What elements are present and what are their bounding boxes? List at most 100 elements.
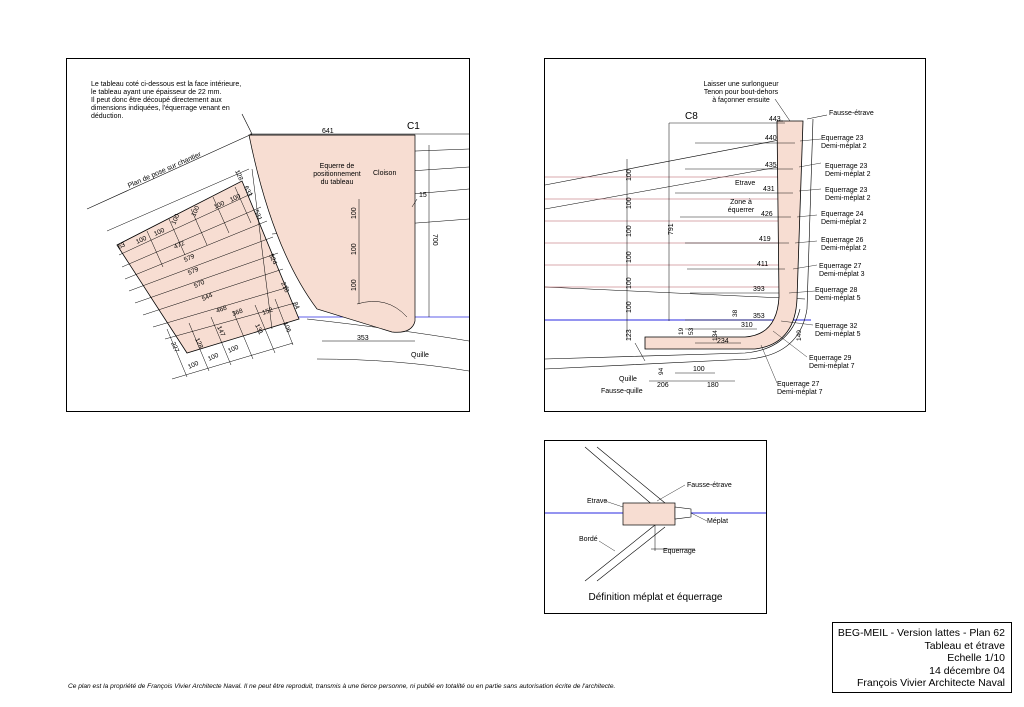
station-431: 431 bbox=[763, 186, 775, 193]
left-dim-5: 100 bbox=[626, 277, 633, 289]
surlongueur-note: Laisser une surlongueur Tenon pour bout-… bbox=[703, 81, 779, 104]
top-offset-3: 100 bbox=[153, 227, 166, 238]
title-block: BEG-MEIL - Version lattes - Plan 62 Tabl… bbox=[832, 622, 1012, 693]
plank-width-8: 152 bbox=[261, 306, 274, 316]
dim-15: 15 bbox=[419, 192, 427, 199]
equerrage-4: Equerrage 24 Demi-méplat 2 bbox=[821, 211, 867, 226]
equerrage-2: Equerrage 23 Demi-méplat 2 bbox=[825, 163, 871, 178]
station-c8: C8 bbox=[685, 111, 698, 122]
definition-drawing: Fausse-étrave Etrave Méplat Bordé Equerr… bbox=[545, 446, 766, 582]
title-line-4: 14 décembre 04 bbox=[929, 664, 1005, 677]
bottom-offset-3: 100 bbox=[187, 360, 200, 371]
bottom-offset-2: 128 bbox=[193, 337, 204, 350]
station-426: 426 bbox=[761, 211, 773, 218]
quille-label-2: Quille bbox=[619, 376, 637, 383]
top-offset-8: 128 bbox=[233, 169, 244, 182]
left-dim-7: 123 bbox=[626, 329, 633, 341]
bottom-offset-4: 147 bbox=[215, 325, 226, 338]
def-fausse-etrave: Fausse-étrave bbox=[687, 482, 732, 489]
plank-width-1: 472 bbox=[173, 240, 186, 251]
side-offset-1: 633 bbox=[242, 185, 253, 198]
small-dim-134: 134 bbox=[712, 330, 719, 341]
etrave-drawing: C8 791 Fausse-étrave Etrave Quille Fauss… bbox=[545, 98, 874, 395]
left-dim-2: 100 bbox=[626, 197, 633, 209]
bottom-offset-5: 100 bbox=[207, 352, 220, 363]
etrave-panel: C8 791 Fausse-étrave Etrave Quille Fauss… bbox=[544, 58, 926, 412]
top-offset-7: 100 bbox=[229, 193, 242, 204]
bottom-offset-6: 100 bbox=[227, 344, 240, 355]
plan-pose-label: Plan de pose sur chantier bbox=[127, 151, 203, 190]
bottom-offset-1: 227 bbox=[169, 341, 180, 354]
definition-caption: Définition méplat et équerrage bbox=[588, 592, 723, 603]
plank-width-5: 544 bbox=[201, 292, 214, 303]
bottom-offset-7: 131 bbox=[253, 323, 264, 336]
def-borde: Bordé bbox=[579, 536, 598, 543]
title-line-1: BEG-MEIL - Version lattes - Plan 62 bbox=[837, 627, 1005, 639]
top-offset-4: 100 bbox=[170, 213, 181, 226]
left-dim-1: 100 bbox=[626, 169, 633, 181]
tableau-note: Le tableau coté ci-dessous est la face i… bbox=[91, 81, 242, 120]
dim-700: 700 bbox=[431, 234, 438, 246]
station-440: 440 bbox=[765, 135, 777, 142]
plank-width-2: 579 bbox=[183, 253, 196, 264]
zone-equerrer-label: Zone à équerrer bbox=[727, 199, 755, 214]
vdim-2: 100 bbox=[351, 243, 358, 255]
small-dim-94: 94 bbox=[658, 367, 665, 375]
side-offset-5: 84 bbox=[291, 301, 300, 311]
definition-panel: Fausse-étrave Etrave Méplat Bordé Equerr… bbox=[544, 440, 767, 614]
left-dim-4: 100 bbox=[626, 251, 633, 263]
top-offset-5: 100 bbox=[190, 205, 201, 218]
equerrage-9: Equerrage 29 Demi-méplat 7 bbox=[809, 355, 855, 370]
bottom-offset-8: 106 bbox=[281, 321, 292, 334]
dim-791: 791 bbox=[668, 223, 675, 235]
station-310: 310 bbox=[741, 322, 753, 329]
small-dim-38: 38 bbox=[732, 309, 739, 317]
side-offset-3: 524 bbox=[267, 253, 278, 266]
equerrage-6: Equerrage 27 Demi-méplat 3 bbox=[819, 263, 865, 278]
small-dim-53: 53 bbox=[688, 327, 695, 335]
copyright-footer: Ce plan est la propriété de François Viv… bbox=[68, 683, 616, 690]
station-419: 419 bbox=[759, 236, 771, 243]
side-offset-4: 218 bbox=[279, 281, 290, 294]
etrave-label: Etrave bbox=[735, 180, 755, 187]
equerre-positionnement-label: Equerre de positionnement du tableau bbox=[313, 163, 361, 186]
cloison-label: Cloison bbox=[373, 170, 396, 177]
def-etrave: Etrave bbox=[587, 498, 607, 505]
station-443: 443 bbox=[769, 116, 781, 123]
equerrage-1: Equerrage 23 Demi-méplat 2 bbox=[821, 135, 867, 150]
bottom-dim-206: 206 bbox=[657, 382, 669, 389]
bottom-dim-180: 180 bbox=[707, 382, 719, 389]
left-dim-6: 100 bbox=[626, 301, 633, 313]
quille-label: Quille bbox=[411, 352, 429, 359]
title-line-2: Tableau et étrave bbox=[924, 639, 1005, 652]
plank-width-7: 368 bbox=[231, 307, 244, 317]
plank-width-6: 468 bbox=[215, 304, 228, 314]
station-c1: C1 bbox=[407, 121, 420, 132]
title-line-3: Echelle 1/10 bbox=[947, 652, 1005, 664]
dim-353: 353 bbox=[357, 335, 369, 342]
top-offset-1: 63 bbox=[117, 241, 127, 250]
equerrage-7: Equerrage 28 Demi-méplat 5 bbox=[815, 287, 861, 302]
vdim-3: 100 bbox=[351, 279, 358, 291]
top-offset-6: 100 bbox=[213, 200, 226, 211]
plank-width-4: 570 bbox=[193, 279, 206, 290]
station-393: 393 bbox=[753, 286, 765, 293]
station-234: 234 bbox=[717, 338, 729, 345]
equerrage-8: Equerrage 32 Demi-méplat 5 bbox=[815, 323, 861, 338]
side-offset-2: 531 bbox=[252, 209, 263, 222]
left-dim-3: 100 bbox=[626, 225, 633, 237]
station-435: 435 bbox=[765, 162, 777, 169]
title-line-5: François Vivier Architecte Naval bbox=[856, 677, 1005, 689]
station-353: 353 bbox=[753, 313, 765, 320]
fausse-etrave-label: Fausse-étrave bbox=[829, 110, 874, 117]
bottom-dim-100: 100 bbox=[693, 366, 705, 373]
def-meplat: Méplat bbox=[707, 518, 728, 525]
equerrage-10: Equerrage 27 Demi-méplat 7 bbox=[777, 381, 823, 396]
dim-641: 641 bbox=[322, 128, 334, 135]
tableau-panel: 641 C1 Cloison 15 700 353 Quille Plan de… bbox=[66, 58, 470, 412]
station-411: 411 bbox=[757, 261, 768, 268]
def-equerrage: Equerrage bbox=[663, 548, 696, 555]
fausse-quille-label: Fausse-quille bbox=[601, 388, 643, 395]
small-dim-140: 140 bbox=[796, 330, 803, 341]
equerrage-5: Equerrage 26 Demi-méplat 2 bbox=[821, 237, 867, 252]
